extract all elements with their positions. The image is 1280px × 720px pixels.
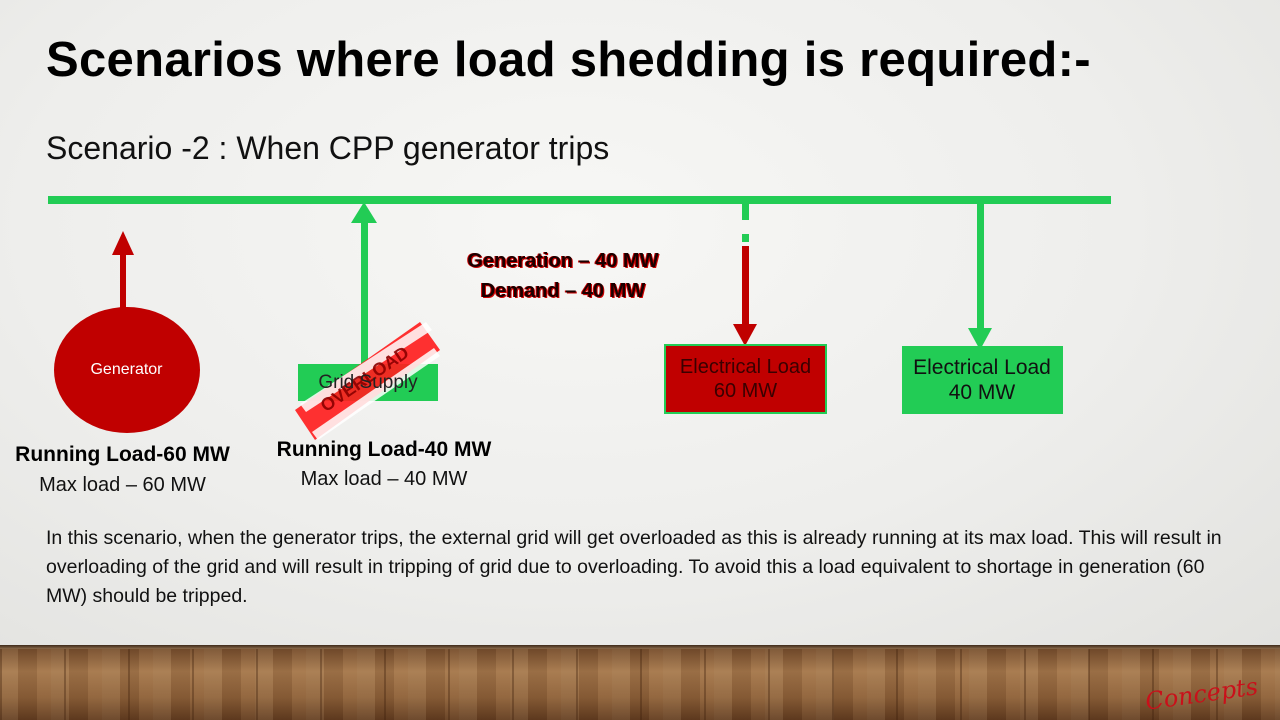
load1-label: Electrical Load 60 MW [679, 356, 812, 402]
generator-max-load: Max load – 60 MW [39, 474, 206, 496]
grid-arrow-shaft [361, 220, 368, 365]
load2-arrow-shaft [977, 204, 984, 330]
generator-label: Generator [90, 361, 163, 379]
load2-box [902, 346, 1063, 414]
wood-floor [0, 645, 1280, 720]
grid-arrow-head [351, 202, 377, 223]
overload-stripe-2 [300, 322, 432, 412]
load1-arrow-head [733, 324, 757, 346]
balance-demand: Demand – 40 MW [480, 280, 646, 302]
load1-box [664, 344, 827, 414]
scenario-description: In this scenario, when the generator tri… [46, 527, 1222, 607]
generator-arrow-shaft [120, 252, 126, 312]
bus-bar [48, 196, 1111, 204]
overload-stripe-1 [295, 322, 440, 440]
generator-running-load: Running Load-60 MW [15, 443, 230, 466]
slide-background [0, 0, 1280, 645]
overload-stripe-3 [312, 348, 440, 440]
generator-arrow-head [112, 231, 134, 255]
slide-subtitle: Scenario -2 : When CPP generator trips [46, 130, 610, 166]
load2-arrow-head [968, 328, 992, 350]
balance-generation: Generation – 40 MW [467, 250, 659, 272]
grid-max-load: Max load – 40 MW [300, 468, 468, 490]
slide-title: Scenarios where load shedding is require… [46, 33, 1091, 87]
grid-running-load: Running Load-40 MW [276, 438, 492, 461]
load1-connector-green [742, 204, 749, 220]
load1-connector-green-2 [742, 234, 749, 242]
load1-arrow-shaft [742, 246, 749, 326]
grid-supply-label: Grid Supply [318, 371, 418, 393]
load2-label: Electrical Load 40 MW [913, 355, 1051, 404]
generator-circle [54, 307, 200, 433]
